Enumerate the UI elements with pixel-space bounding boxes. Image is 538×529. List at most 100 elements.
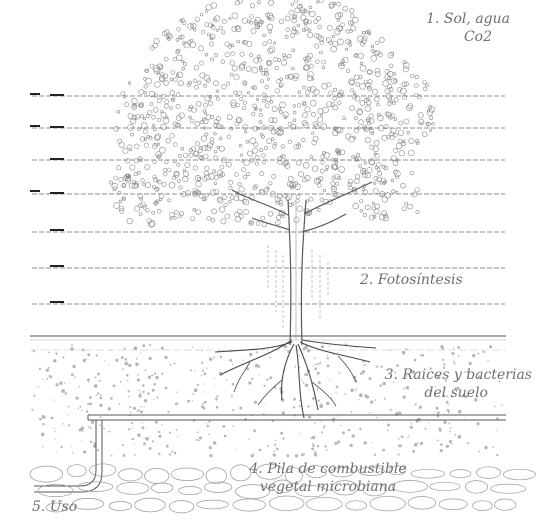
leaf-speck	[365, 205, 370, 210]
soil-speck	[494, 406, 496, 408]
leaf-speck	[350, 9, 354, 13]
soil-speck	[198, 440, 200, 442]
soil-speck	[298, 355, 300, 357]
soil-speck	[108, 364, 109, 365]
leaf-speck	[201, 136, 207, 142]
soil-speck	[96, 354, 98, 356]
soil-speck	[437, 439, 439, 441]
soil-speck	[177, 436, 178, 437]
leaf-speck	[252, 67, 258, 73]
leaf-speck	[415, 139, 419, 143]
soil-speck	[149, 357, 152, 360]
leaf-speck	[391, 128, 397, 134]
leaf-speck	[321, 161, 325, 165]
leaf-speck	[277, 79, 281, 83]
leaf-speck	[359, 165, 362, 168]
leaf-speck	[284, 160, 289, 165]
soil-speck	[104, 360, 105, 361]
soil-speck	[208, 434, 210, 436]
leaf-speck	[374, 140, 379, 145]
soil-speck	[137, 434, 140, 437]
soil-speck	[312, 443, 314, 445]
leaf-speck	[348, 21, 353, 26]
leaf-speck	[278, 129, 284, 135]
soil-speck	[437, 412, 440, 415]
soil-speck	[216, 406, 219, 409]
leaf-speck	[382, 197, 388, 203]
leaf-speck	[267, 78, 269, 80]
soil-speck	[55, 353, 57, 355]
soil-speck	[428, 422, 429, 423]
leaf-speck	[294, 73, 299, 78]
soil-speck	[158, 435, 161, 438]
soil-speck	[387, 430, 389, 432]
leaf-speck	[279, 19, 284, 24]
soil-speck	[149, 447, 152, 450]
leaf-speck	[375, 68, 380, 73]
leaf-speck	[422, 132, 427, 137]
pebble	[30, 466, 63, 482]
soil-speck	[269, 376, 272, 379]
leaf-speck	[401, 183, 406, 188]
soil-speck	[43, 379, 44, 380]
leaf-speck	[419, 119, 424, 124]
soil-speck	[48, 367, 50, 369]
pebble	[430, 482, 460, 490]
leaf-speck	[360, 209, 363, 212]
leaf-speck	[210, 190, 216, 196]
soil-speck	[451, 443, 453, 445]
soil-speck	[332, 418, 335, 421]
leaf-speck	[326, 165, 329, 168]
soil-speck	[338, 416, 339, 417]
leaf-speck	[257, 1, 260, 4]
leaf-speck	[281, 60, 286, 65]
leaf-speck	[285, 35, 288, 38]
leaf-speck	[403, 67, 408, 72]
leaf-speck	[184, 42, 190, 48]
leaf-speck	[189, 153, 193, 157]
soil-speck	[147, 392, 150, 395]
leaf-speck	[209, 173, 215, 179]
leaf-speck	[288, 176, 293, 181]
soil-speck	[407, 438, 408, 439]
soil-speck	[453, 347, 455, 349]
soil-speck	[449, 431, 451, 433]
leaf-speck	[243, 62, 246, 65]
soil-speck	[251, 378, 253, 380]
soil-speck	[94, 384, 98, 388]
leaf-speck	[365, 106, 371, 112]
leaf-speck	[346, 69, 350, 73]
soil-speck	[175, 403, 178, 406]
leaf-speck	[225, 52, 230, 57]
soil-speck	[255, 364, 259, 368]
soil-speck	[321, 345, 324, 348]
leaf-speck	[365, 173, 370, 178]
soil-speck	[209, 358, 212, 361]
leaf-speck	[217, 170, 223, 176]
soil-speck	[487, 360, 488, 361]
leaf-speck	[387, 102, 391, 106]
leaf-speck	[209, 42, 213, 46]
leaf-speck	[276, 220, 281, 225]
soil-speck	[62, 356, 64, 358]
leaf-speck	[214, 150, 217, 153]
soil-speck	[273, 451, 275, 453]
soil-speck	[95, 377, 97, 379]
leaf-speck	[222, 85, 226, 89]
soil-speck	[140, 410, 143, 413]
soil-speck	[108, 431, 110, 433]
soil-speck	[329, 346, 330, 347]
leaf-speck	[134, 159, 138, 163]
soil-speck	[90, 427, 92, 429]
leaf-speck	[331, 47, 337, 53]
leaf-speck	[352, 95, 356, 99]
soil-speck	[340, 425, 341, 426]
leaf-speck	[257, 55, 260, 58]
leaf-speck	[143, 117, 146, 120]
soil-speck	[128, 396, 130, 398]
leaf-speck	[416, 211, 419, 214]
leaf-speck	[177, 72, 183, 78]
leaf-speck	[163, 118, 169, 124]
leaf-speck	[109, 181, 112, 184]
soil-speck	[56, 383, 59, 386]
